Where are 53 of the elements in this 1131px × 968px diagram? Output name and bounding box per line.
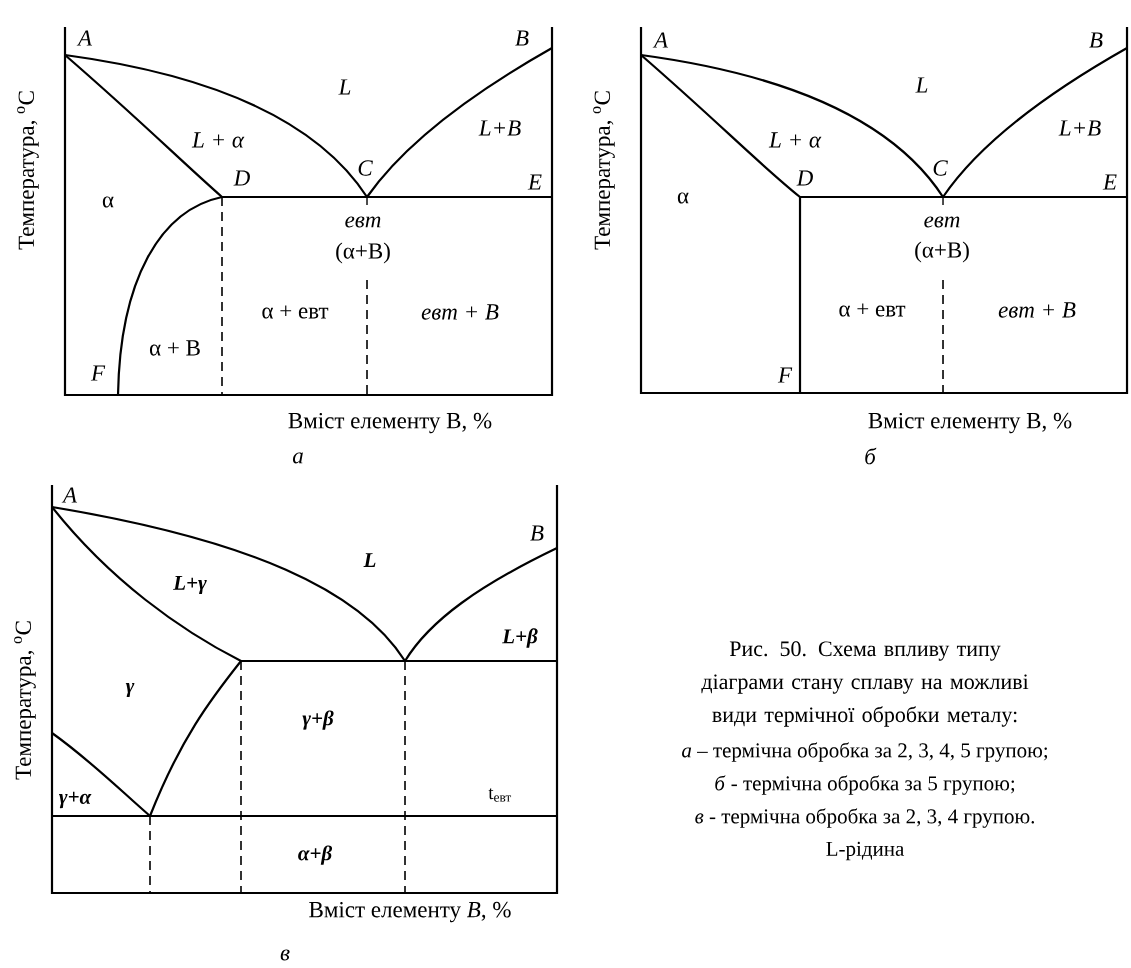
region-label: Вміст елементу B, % [868, 412, 1072, 434]
region-label: α + B [149, 340, 200, 356]
region-label: (α+B) [915, 241, 969, 263]
region-label: L+γ [173, 575, 207, 595]
point-label: евт [924, 216, 960, 228]
point-label: L [915, 77, 928, 93]
point-label: в [280, 949, 290, 961]
region-label: Вміст елементу B, % [288, 412, 492, 434]
region-label: γ+α [58, 791, 92, 809]
region-label: γ [125, 682, 135, 698]
point-label: евт + B [421, 304, 499, 320]
point-label: C [933, 160, 948, 176]
point-label: евт + B [998, 302, 1076, 318]
point-label: F [90, 365, 106, 381]
point-label: B [515, 30, 529, 46]
point-label: A [76, 30, 93, 46]
caption-line: L-рідина [826, 841, 905, 861]
axis-title: Температура, $^{o}$C [593, 91, 615, 250]
region-label: Вміст елементу B, % [309, 901, 511, 923]
point-label: L [338, 79, 351, 95]
axis-title: Температура, $^{o}$C [14, 621, 36, 780]
axis-title: Температура, $^{o}$C [17, 91, 39, 250]
point-label: E [527, 174, 542, 190]
region-label: α + евт [839, 303, 906, 317]
point-label: E [1102, 174, 1117, 190]
point-label: евт [345, 216, 381, 228]
point-label: F [777, 367, 793, 383]
point-label: а [292, 452, 303, 464]
point-label: L + α [191, 132, 245, 148]
region-label: α [677, 192, 689, 204]
region-label: L [363, 553, 376, 567]
point-label: A [61, 487, 78, 503]
region-label: α+β [298, 845, 333, 865]
point-label: B [530, 525, 544, 541]
region-label: (α+B) [336, 242, 390, 264]
point-label: D [796, 170, 813, 186]
point-label: C [358, 160, 373, 176]
point-label: б [865, 447, 877, 465]
point-label: L + α [768, 132, 822, 148]
point-label: A [652, 32, 669, 48]
point-label: L+B [1058, 120, 1101, 136]
region-label: α + евт [262, 305, 329, 319]
caption-line: а – термічна обробка за 2, 3, 4, 5 групою; [682, 742, 1048, 762]
point-label: L+B [478, 120, 521, 136]
caption-line: в - термічна обробка за 2, 3, 4 групою. [695, 808, 1034, 828]
caption-text: Рис. 50. Схема впливу типу діаграми стану сплаву на можливі види термічної обробки металу: [701, 641, 1029, 727]
point-label: D [233, 170, 250, 186]
region-label: L+β [502, 628, 538, 648]
caption-line: б - термічна обробка за 5 групою; [715, 775, 1015, 795]
point-label: B [1089, 32, 1103, 48]
region-label: t$_{евт}$ [488, 788, 512, 802]
region-label: α [102, 196, 114, 208]
region-label: γ+β [302, 710, 334, 730]
